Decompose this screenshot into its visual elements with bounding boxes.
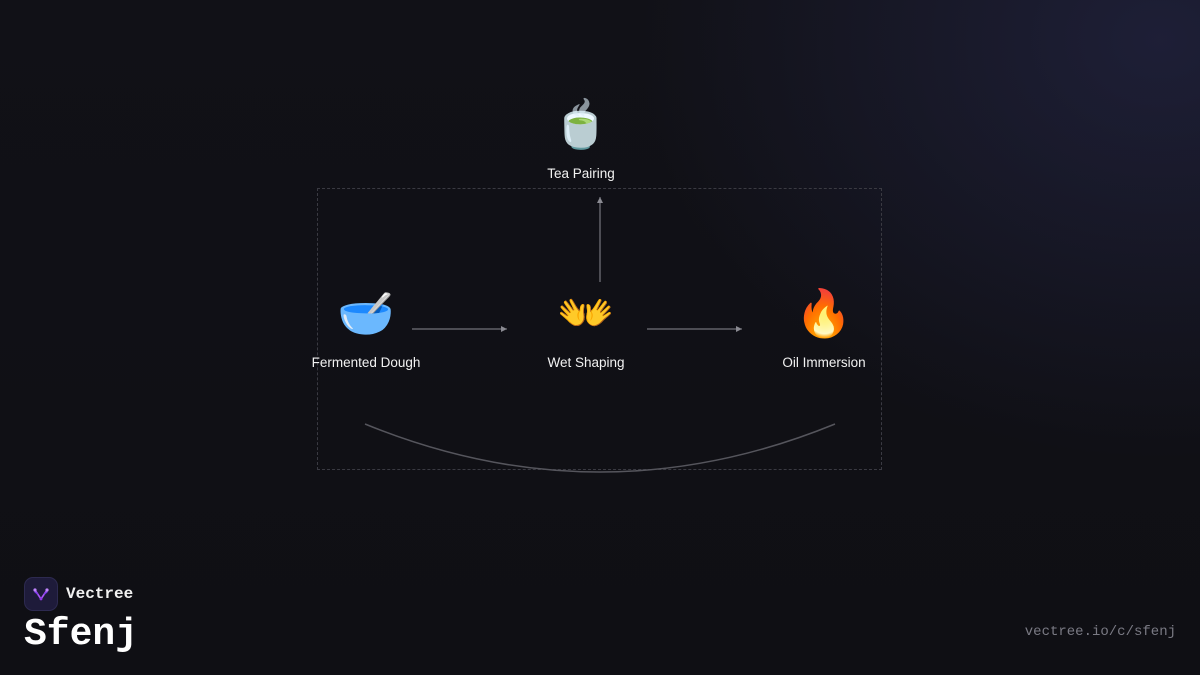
brand-block: Vectree Sfenj xyxy=(24,577,138,657)
tree-branch-icon xyxy=(33,588,49,601)
fire-icon: 🔥 xyxy=(795,287,853,339)
open-hands-icon: 👐 xyxy=(557,287,615,339)
node-oil-immersion[interactable]: 🔥 Oil Immersion xyxy=(734,285,914,370)
bowl-with-spoon-icon: 🥣 xyxy=(337,287,395,339)
node-fermented-dough[interactable]: 🥣 Fermented Dough xyxy=(276,285,456,370)
brand-name: Vectree xyxy=(66,585,134,603)
vectree-logo-icon[interactable] xyxy=(24,577,58,611)
brand-row: Vectree xyxy=(24,577,138,611)
page-url-link[interactable]: vectree.io/c/sfenj xyxy=(1024,624,1176,640)
node-label: Wet Shaping xyxy=(547,355,625,370)
flow-group-frame xyxy=(317,188,882,470)
edge-return-curve xyxy=(364,423,836,473)
teacup-icon: 🍵 xyxy=(552,98,610,150)
node-wet-shaping[interactable]: 👐 Wet Shaping xyxy=(496,285,676,370)
node-tea-pairing[interactable]: 🍵 Tea Pairing xyxy=(491,96,671,181)
node-label: Tea Pairing xyxy=(547,166,615,181)
page-title: Sfenj xyxy=(24,613,139,656)
node-label: Fermented Dough xyxy=(311,355,421,370)
node-label: Oil Immersion xyxy=(782,355,866,370)
